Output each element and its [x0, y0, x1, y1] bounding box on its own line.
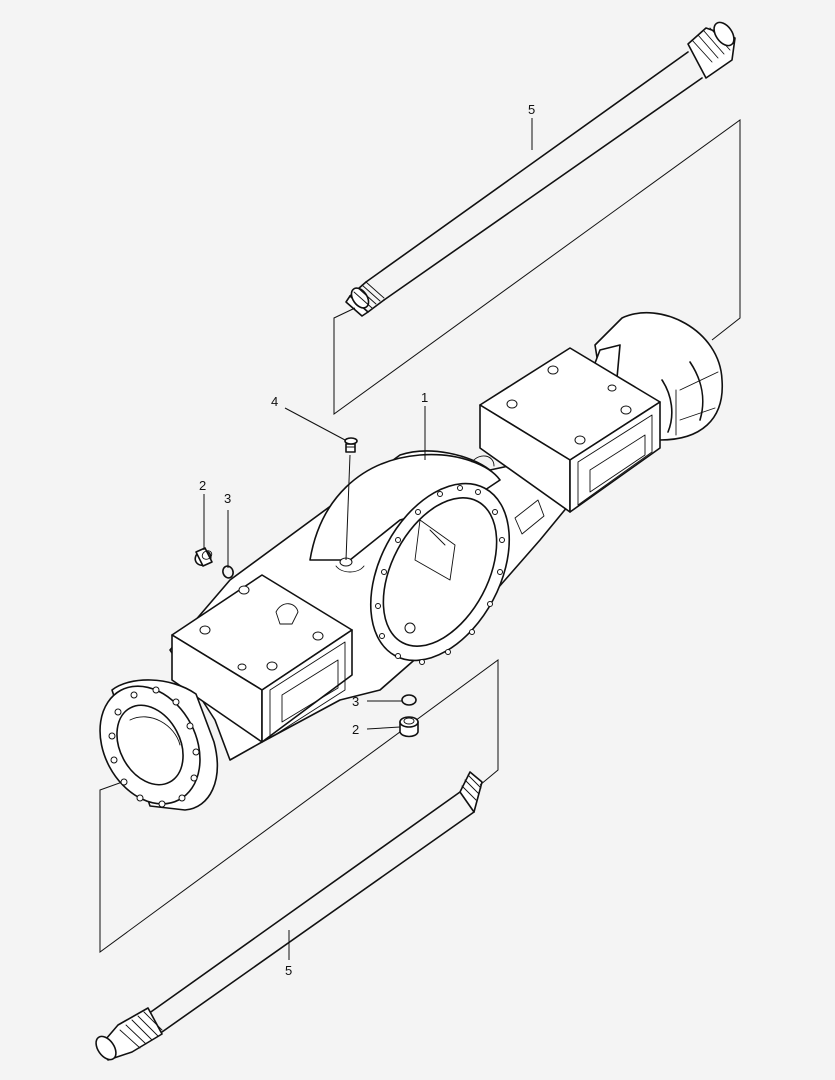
- callout-o-ring-left: 3: [224, 491, 231, 506]
- breather-fitting: [344, 437, 358, 453]
- callout-plug-left: 2: [199, 478, 206, 493]
- o-ring-bottom: [401, 694, 417, 706]
- plug-bottom: [399, 716, 419, 738]
- callout-o-ring-bottom: 3: [352, 694, 359, 709]
- alignment-bracket-bottom: [99, 659, 499, 953]
- axle-shaft-top: [345, 21, 736, 317]
- callout-shaft-top: 5: [528, 102, 535, 117]
- axle-housing: [99, 312, 723, 811]
- callout-shaft-bottom: 5: [285, 963, 292, 978]
- callout-housing: 1: [421, 390, 428, 405]
- plug-left: [194, 547, 213, 567]
- alignment-bracket-top: [333, 119, 741, 415]
- callout-plug-bottom: 2: [352, 722, 359, 737]
- leader-lines: [203, 118, 533, 960]
- axle-shaft-bottom: [95, 771, 483, 1061]
- o-ring-left: [222, 565, 234, 579]
- callout-breather: 4: [271, 394, 278, 409]
